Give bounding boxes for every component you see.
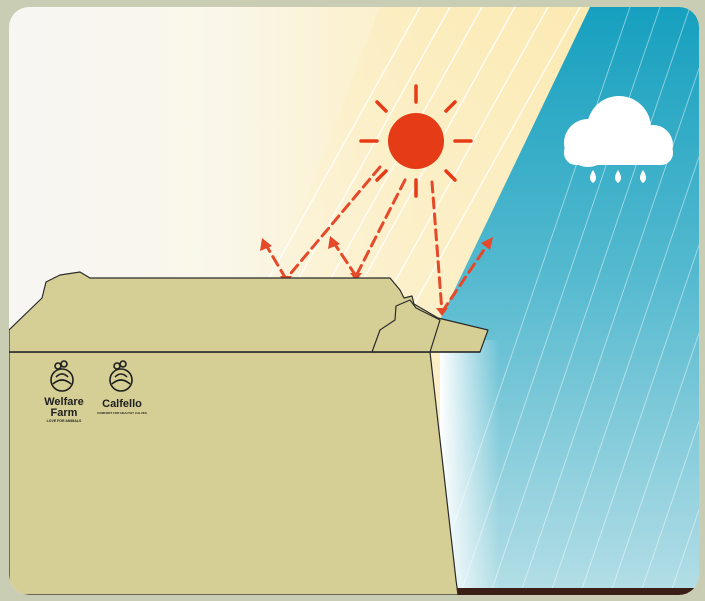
welfare-farm-name-line2: Farm xyxy=(51,407,78,419)
reflection-arrows xyxy=(264,165,490,314)
sun-icon xyxy=(359,84,473,198)
calf-hutch xyxy=(9,271,489,595)
arrow-heads xyxy=(260,236,493,316)
sun-rays-lines xyxy=(239,7,581,331)
calfello-logo: Calfello COMFORT FOR HEALTHY CALVES xyxy=(97,360,147,415)
calfello-tagline: COMFORT FOR HEALTHY CALVES xyxy=(97,411,147,415)
welfare-farm-name-line1: Welfare xyxy=(44,396,84,408)
illustration-frame: Welfare Farm LOVE FOR ANIMALS Calfello C… xyxy=(9,7,699,595)
ground-strip xyxy=(455,588,699,595)
rain-cloud-icon xyxy=(564,96,673,183)
hutch-body xyxy=(9,351,459,595)
welfare-farm-logo: Welfare Farm LOVE FOR ANIMALS xyxy=(44,360,84,423)
calfello-name: Calfello xyxy=(102,398,142,410)
calf-hutch-illustration: Welfare Farm LOVE FOR ANIMALS Calfello C… xyxy=(9,7,699,595)
hutch-roof xyxy=(9,271,489,353)
welfare-farm-tagline: LOVE FOR ANIMALS xyxy=(47,419,82,423)
roof-ridge xyxy=(371,299,441,353)
